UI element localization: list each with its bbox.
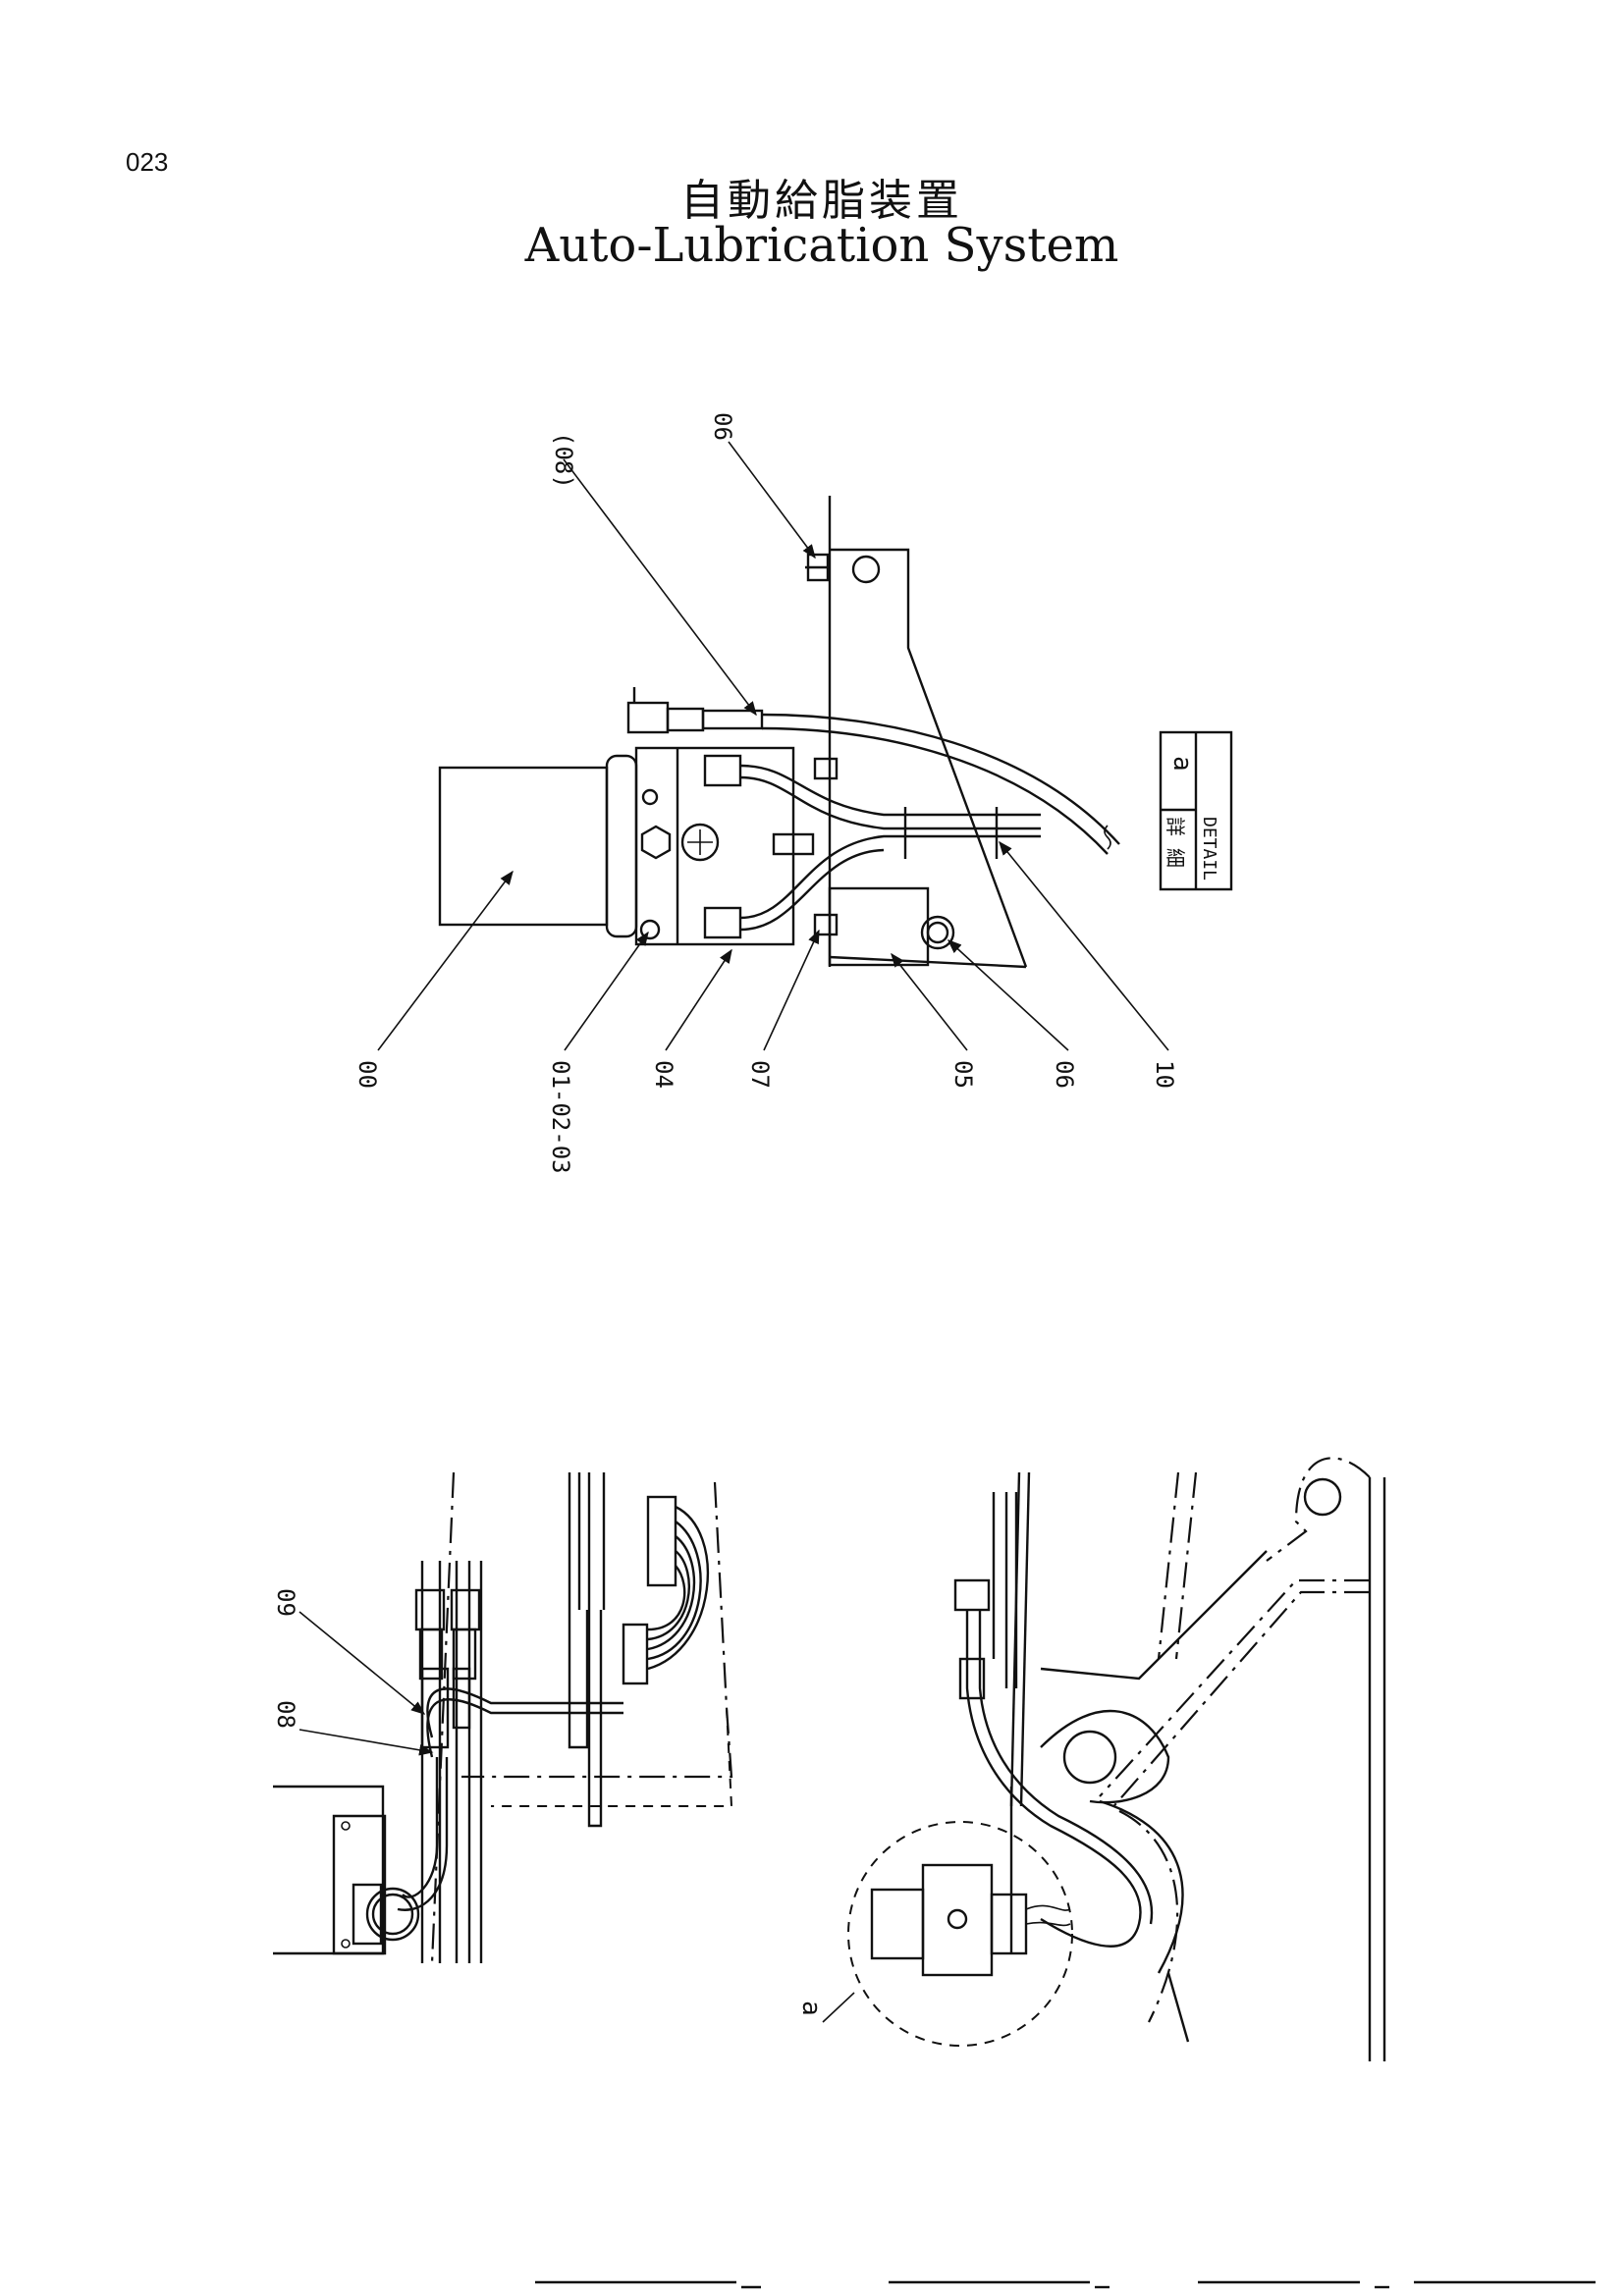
hose-nut	[666, 707, 705, 732]
pump-reservoir-small	[365, 1887, 420, 1942]
bolt-hex-bottom	[920, 915, 955, 950]
hose-fitting-08	[701, 709, 764, 730]
distributor-block	[646, 1495, 677, 1587]
hose-fitting-right	[953, 1578, 991, 1612]
pump-port-top	[641, 788, 659, 806]
bracket-foot	[828, 886, 930, 967]
page-number: 023	[126, 147, 169, 177]
detail-label-en: DETAIL	[1199, 817, 1219, 881]
page-title-japanese: 自動給脂装置	[680, 176, 963, 226]
plate-bolt-1	[813, 757, 839, 780]
pivot-pin-top	[1303, 1477, 1342, 1517]
pump-detail-reservoir	[870, 1888, 925, 1960]
label-06-bottom: 06	[1051, 1060, 1078, 1089]
bracket-outline	[830, 548, 1028, 968]
plate-bolt-2	[813, 913, 839, 936]
shaft	[772, 832, 815, 856]
detail-a-box: 詳 細 DETAIL a	[1159, 730, 1233, 891]
label-00: 00	[353, 1060, 381, 1089]
detail-label-jp: 詳 細	[1164, 817, 1187, 868]
label-08-ref: (08)	[550, 432, 577, 489]
label-06-top: 06	[709, 412, 736, 441]
outlet-fitting-top	[703, 754, 742, 787]
label-09: 09	[272, 1588, 299, 1617]
label-08: 08	[272, 1700, 299, 1729]
pivot-pin-bottom	[1062, 1730, 1117, 1785]
label-10: 10	[1151, 1060, 1178, 1089]
adjust-screw	[680, 823, 720, 862]
label-07: 07	[746, 1060, 774, 1089]
detail-ref-a: a	[796, 2001, 826, 2016]
grease-nipple	[639, 919, 661, 940]
pump-detail-housing	[921, 1863, 994, 1977]
reservoir-cylinder	[438, 766, 609, 927]
pump-housing	[634, 746, 795, 946]
page-title-english: Auto-Lubrication System	[524, 218, 1119, 273]
valve-block	[622, 1623, 649, 1685]
outlet-fitting-bottom	[703, 906, 742, 939]
detail-letter: a	[1167, 756, 1197, 772]
label-05: 05	[949, 1060, 977, 1089]
footer-rules	[535, 2280, 1596, 2289]
elbow-fitting	[626, 701, 670, 734]
detail-circle-a	[847, 1821, 1073, 2047]
supply-hose-top	[761, 713, 1120, 845]
hose-routing-view-right: a	[796, 1457, 1386, 2061]
bracket-hole-top	[851, 555, 881, 584]
hose-upper	[739, 764, 1041, 817]
pump-assembly-view: (08) 06 00 01-02-03 04 07 05 06 10 詳 細 D…	[353, 412, 1233, 1174]
hose-routing-view-left: 09 08	[272, 1471, 733, 1964]
hex-plug	[640, 825, 672, 860]
hose-lower	[739, 834, 1041, 920]
reservoir-flange	[605, 754, 638, 938]
label-04: 04	[650, 1060, 677, 1089]
label-01-02-03: 01-02-03	[547, 1060, 574, 1174]
